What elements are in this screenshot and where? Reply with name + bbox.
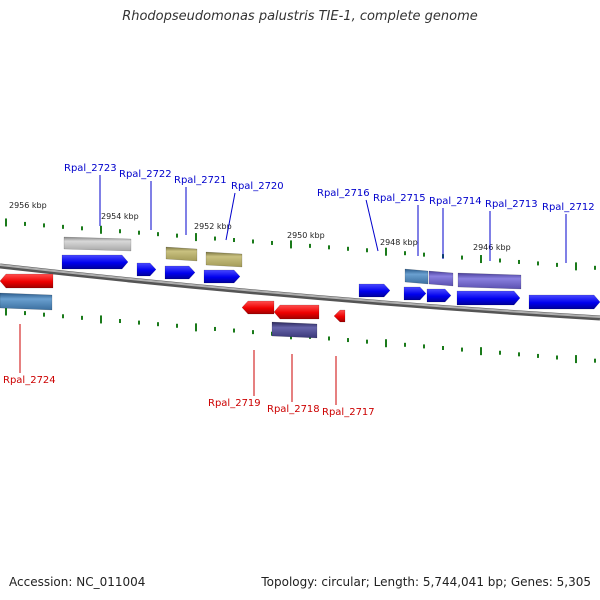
gene-arrow-reverse	[333, 309, 346, 323]
backbone-highlight	[0, 264, 600, 318]
scale-ticks: 2956 kbp 2954 kbp 2952 kbp 2950 kbp 2948 kbp…	[5, 201, 596, 364]
gene-features	[0, 236, 600, 339]
gene-arrow-forward	[358, 283, 391, 298]
gene-label-reverse: Rpal_2718	[267, 404, 320, 415]
leader-line	[365, 199, 379, 252]
gene-arrow-forward	[136, 262, 157, 277]
gene-labels: Rpal_2723Rpal_2722Rpal_2721Rpal_2720Rpal…	[3, 163, 595, 418]
scale-label: 2954 kbp	[101, 212, 139, 221]
scale-label: 2948 kbp	[380, 238, 418, 247]
gene-label-forward: Rpal_2713	[485, 199, 538, 210]
gene-label-forward: Rpal_2715	[373, 193, 426, 204]
gene-label-forward: Rpal_2714	[429, 196, 482, 207]
scale-label: 2946 kbp	[473, 243, 511, 252]
feature-olive	[205, 251, 243, 268]
gene-label-reverse: Rpal_2724	[3, 375, 56, 386]
gene-arrow-forward	[403, 286, 427, 301]
feature-steel	[0, 292, 53, 311]
gene-arrow-forward	[164, 265, 196, 280]
genome-title: Rhodopseudomonas palustris TIE-1, comple…	[122, 9, 478, 24]
gene-arrow-forward	[528, 294, 600, 310]
gene-label-forward: Rpal_2723	[64, 163, 117, 174]
gene-label-forward: Rpal_2721	[174, 175, 227, 186]
gene-label-forward: Rpal_2712	[542, 202, 595, 213]
feature-purple	[428, 270, 454, 287]
scale-label: 2950 kbp	[287, 231, 325, 240]
leader-line	[225, 192, 236, 241]
feature-navy	[271, 321, 318, 339]
scale-label: 2952 kbp	[194, 222, 232, 231]
gene-label-forward: Rpal_2716	[317, 188, 370, 199]
gene-label-reverse: Rpal_2717	[322, 407, 375, 418]
gene-arrow-forward	[203, 269, 241, 284]
gene-arrow-reverse	[0, 273, 54, 289]
gene-arrow-reverse	[241, 300, 275, 315]
gene-arrow-reverse	[273, 304, 320, 320]
feature-olive	[165, 246, 198, 262]
gene-arrow-forward	[456, 290, 521, 306]
gene-label-forward: Rpal_2722	[119, 169, 172, 180]
feature-gray	[63, 236, 132, 252]
scale-label: 2956 kbp	[9, 201, 47, 210]
feature-steel	[404, 268, 429, 285]
feature-purple	[457, 272, 522, 290]
genome-summary-text: Topology: circular; Length: 5,744,041 bp…	[261, 575, 591, 589]
gene-arrow-forward	[426, 288, 452, 303]
genome-backbone	[0, 263, 600, 321]
gene-label-forward: Rpal_2720	[231, 181, 284, 192]
gene-arrow-forward	[61, 254, 129, 270]
gene-label-reverse: Rpal_2719	[208, 398, 261, 409]
accession-text: Accession: NC_011004	[9, 575, 146, 589]
